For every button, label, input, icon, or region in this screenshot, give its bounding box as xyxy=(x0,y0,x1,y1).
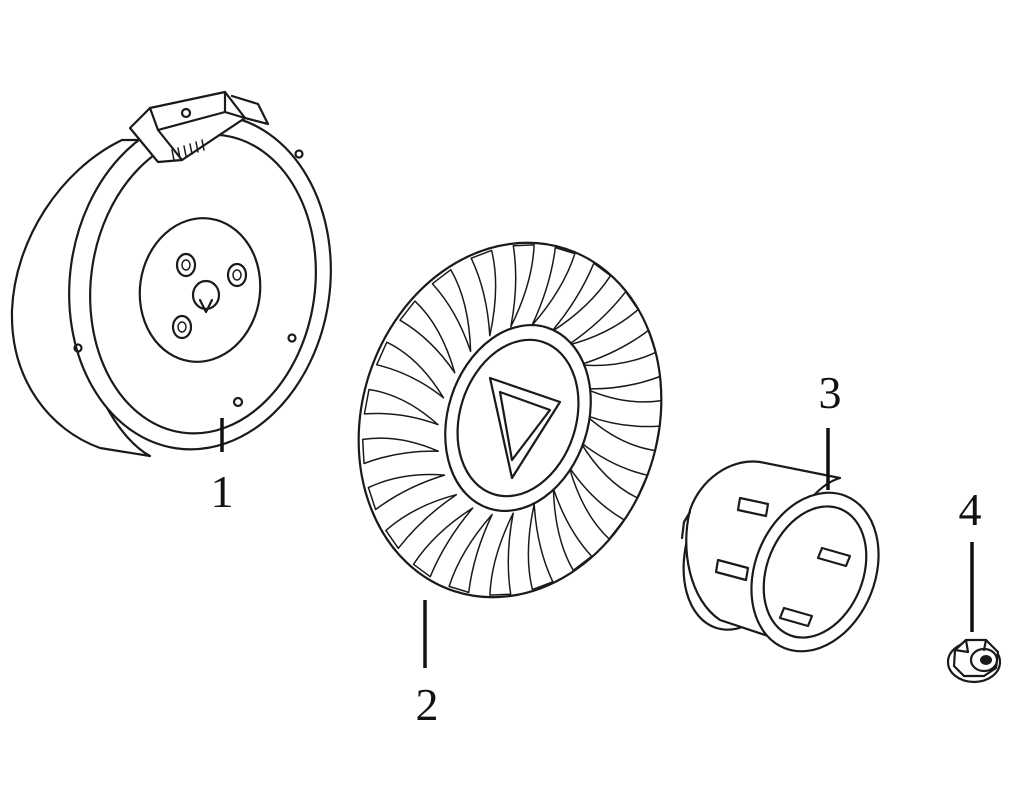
fan-blade xyxy=(531,246,576,327)
cooling-fan-part xyxy=(357,241,663,599)
fan-blade xyxy=(385,493,458,550)
callout-label-1: 1 xyxy=(211,466,234,517)
callout-label-4: 4 xyxy=(959,484,982,535)
fan-blade xyxy=(566,290,639,347)
flange-nut-part xyxy=(946,638,1002,684)
fan-blade xyxy=(363,388,439,426)
fan-blade xyxy=(375,341,445,399)
fan-blade xyxy=(448,513,493,594)
fan-blade xyxy=(510,244,535,328)
starter-cup-part xyxy=(680,460,880,653)
fan-blades xyxy=(361,244,663,596)
fan-blade xyxy=(585,414,661,452)
fan-blade xyxy=(412,507,474,578)
fan-blade xyxy=(431,268,472,353)
fan-blade xyxy=(470,249,497,337)
fan-blade xyxy=(399,300,456,374)
fan-blade xyxy=(361,437,439,465)
callout-label-2: 2 xyxy=(416,679,439,730)
fan-blade xyxy=(578,329,657,367)
fan-blade xyxy=(550,262,612,333)
fan-blade xyxy=(585,375,663,403)
fan-blade xyxy=(367,473,446,511)
fan-blade xyxy=(579,441,649,499)
fan-blade xyxy=(552,487,593,572)
flywheel-part xyxy=(10,90,332,458)
fan-blade xyxy=(489,512,514,596)
fan-blade xyxy=(568,466,625,540)
fan-blade xyxy=(527,503,554,591)
callout-label-3: 3 xyxy=(819,367,842,418)
